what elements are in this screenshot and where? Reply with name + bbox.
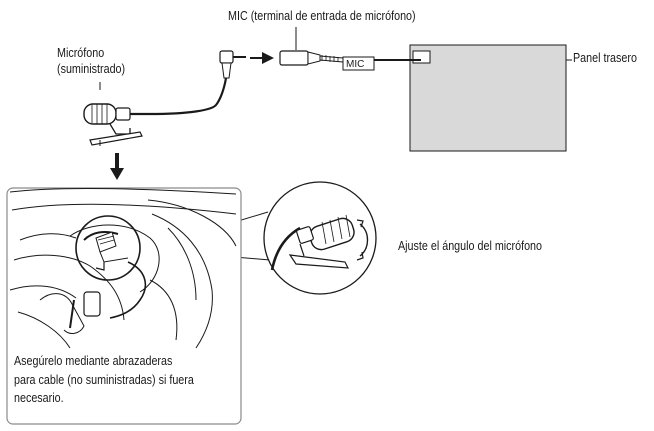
angle-detail-circle bbox=[263, 181, 377, 295]
cable-clamp-note-line3: necesario. bbox=[14, 391, 64, 405]
rear-panel-mic-jack bbox=[412, 50, 431, 64]
mic-terminal-socket bbox=[279, 50, 309, 66]
rear-panel-label: Panel trasero bbox=[573, 51, 637, 65]
down-arrow bbox=[110, 153, 124, 180]
car-interior-drawing bbox=[9, 187, 237, 349]
connector-mark-box bbox=[342, 56, 375, 71]
microphone-label-line2: (suministrado) bbox=[57, 62, 126, 76]
mic-plug-body bbox=[219, 50, 234, 64]
microphone-label-line1: Micrófono bbox=[57, 46, 105, 60]
cable-clamp-note: Asegúrelo mediante abrazaderas para cabl… bbox=[14, 352, 194, 408]
mic-terminal-label: MIC (terminal de entrada de micrófono) bbox=[228, 9, 416, 23]
microphone bbox=[83, 103, 143, 146]
mic-terminal-taper bbox=[307, 51, 321, 65]
cable-clamp-note-line2: para cable (no suministradas) si fuera bbox=[14, 372, 194, 387]
microphone-cable bbox=[130, 77, 228, 116]
microphone-label: Micrófono (suministrado) bbox=[57, 45, 125, 77]
rear-panel bbox=[409, 44, 567, 152]
insertion-arrow bbox=[250, 52, 274, 64]
cable-clamp-note-line1: Asegúrelo mediante abrazaderas bbox=[14, 354, 173, 368]
mic-terminal-ridges bbox=[321, 55, 339, 62]
adjust-angle-label: Ajuste el ángulo del micrófono bbox=[398, 239, 543, 253]
connector-mark-text: MIC bbox=[346, 59, 364, 70]
mic-plug-boot bbox=[221, 62, 232, 79]
mic-terminal-strain-relief bbox=[319, 55, 344, 63]
